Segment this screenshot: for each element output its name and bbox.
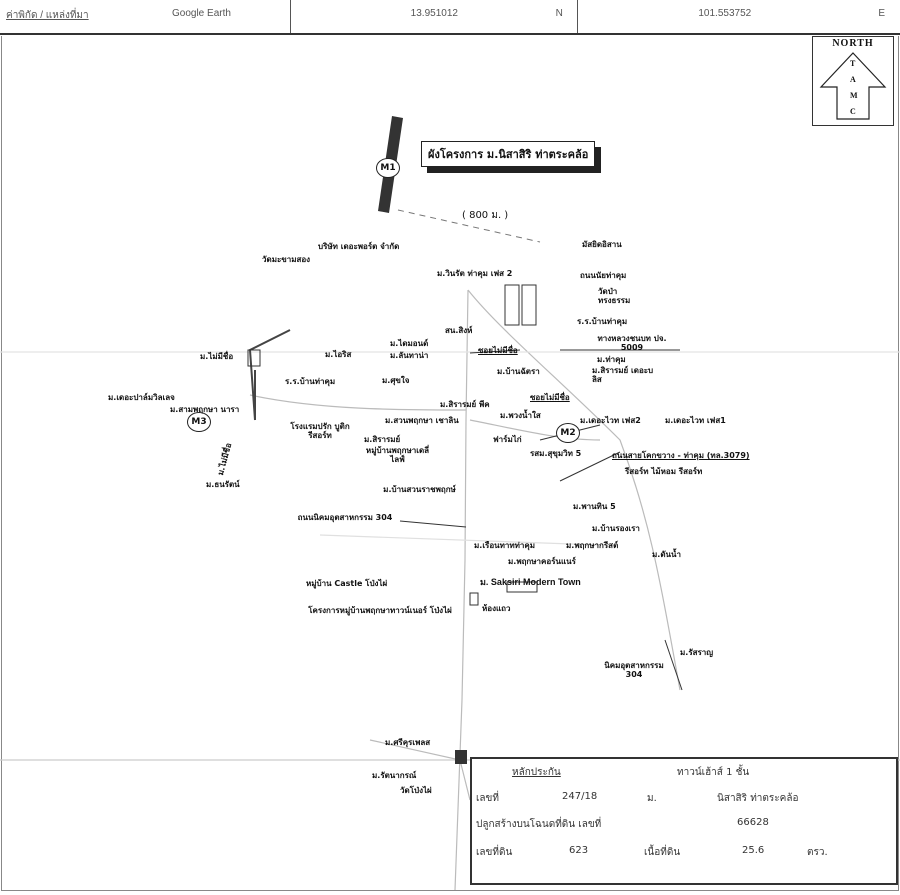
village-value: นิสาสิริ ท่าตระคล้อ: [717, 793, 799, 804]
longitude-value: 101.553752: [698, 8, 752, 19]
latitude-direction: N: [555, 8, 563, 19]
west-access-road: [248, 329, 291, 421]
marker-m3: M3: [187, 412, 211, 432]
map-label: โครงการหมู่บ้านพฤกษาทาวน์เนอร์ โป่งไผ่: [308, 606, 452, 615]
map-label: ม. Saksiri Modern Town: [480, 577, 581, 587]
area-label: เนื้อที่ดิน: [644, 847, 681, 858]
map-label: ม.ศรีคุรเพลส: [385, 738, 431, 747]
map-label: ม.ลันทาน่า: [390, 351, 429, 360]
north-arrow: NORTH T A M C: [812, 36, 894, 126]
coordinate-header: ค่าพิกัด / แหล่งที่มา Google Earth 13.95…: [0, 0, 900, 35]
map-label: วัดโป่งไผ่: [400, 786, 432, 795]
map-label: โรงแรมปรัก บูติก รีสอร์ท: [290, 422, 350, 440]
land-no-value: 623: [569, 845, 589, 856]
map-label: ม.สามพฤกษา นารา: [170, 405, 240, 414]
project-title: ผังโครงการ ม.นิสาสิริ ท่าตระคล้อ: [421, 141, 596, 167]
map-label: ห้องแถว: [482, 604, 511, 613]
deed-value: 66628: [737, 817, 769, 828]
map-label: ซอยไม่มีชื่อ: [478, 346, 518, 355]
map-label: ม.รัสราญ: [680, 648, 714, 657]
latitude-cell: 13.951012 N: [291, 0, 579, 33]
map-label: ม.สวนพฤกษา เชาลิน: [385, 416, 459, 425]
collateral-label: หลักประกัน: [512, 767, 561, 778]
source-label: ค่าพิกัด / แหล่งที่มา: [6, 10, 89, 21]
longitude-direction: E: [878, 8, 886, 19]
plot-block: [504, 284, 520, 326]
map-label: ถนนนิคมอุตสาหกรรม 304: [297, 513, 393, 522]
latitude-value: 13.951012: [410, 8, 458, 19]
map-label: ม.ศุขใจ: [382, 376, 410, 385]
map-label: ม.วินรัต ท่าคุม เฟส 2: [437, 269, 513, 278]
area-value: 25.6: [742, 845, 765, 856]
marker-m1: M1: [376, 158, 400, 178]
map-label: ม.พวงน้ำใส: [500, 411, 541, 420]
collateral-info-box: หลักประกัน ทาวน์เฮ้าส์ 1 ชั้น เลขที่ 247…: [470, 757, 898, 885]
map-label: ม.สิรารมย์ เดอะบลิส: [592, 366, 654, 384]
connector-road: [469, 419, 601, 441]
map-label: ม.เรือนทาทท่าคุม: [474, 541, 536, 550]
map-label: ร.ร.บ้านท่าคุม: [285, 377, 336, 386]
map-label: วัดมะขามสอง: [262, 255, 311, 264]
marker-m2: M2: [556, 423, 580, 443]
longitude-cell: 101.553752 E: [578, 0, 900, 33]
source-value: Google Earth: [172, 8, 231, 19]
map-label: ม.สิรารมย์: [364, 435, 401, 444]
map-label: รสม.สุขุมวิท 5: [530, 449, 582, 458]
collateral-type: ทาวน์เฮ้าส์ 1 ชั้น: [677, 767, 750, 778]
house-no-label: เลขที่: [476, 793, 499, 804]
map-label: ม.ดันน้ำ: [652, 550, 681, 559]
map-label: วัดป่าทรงธรรม: [598, 287, 631, 305]
north-arrow-icon: [819, 52, 887, 120]
map-label: ม.ธนรัตน์: [206, 480, 240, 489]
map-label: หมู่บ้านพฤกษาเดลี่ ไลฟ์: [365, 446, 430, 464]
map-label: ม.เดอะไวท เฟส2: [580, 416, 641, 425]
map-label: ม.ท่าคุม: [597, 355, 626, 364]
map-label: ม.บ้านฉัตรา: [497, 367, 540, 376]
map-label: ถนนสายโคกขวาง - ท่าคุม (ทล.3079): [612, 451, 750, 460]
map-label: ม.เดอะปาล์มวิลเลจ: [108, 393, 175, 402]
north-letter: A: [850, 75, 856, 84]
map-label: ถนนนัยท่าคุม: [580, 271, 627, 280]
east-road: [467, 289, 681, 691]
map-label: ม.พฤกษากรีสต์: [566, 541, 619, 550]
distance-line: [397, 209, 541, 243]
map-label: ทางหลวงชนบท ปจ. 5009: [597, 334, 667, 352]
map-label: นิคมอุตสาหกรรม 304: [604, 661, 664, 679]
north-letter: C: [850, 107, 856, 116]
map-label: ม.เดอะไวท เฟส1: [665, 416, 726, 425]
west-road: [249, 394, 467, 411]
north-label: NORTH: [832, 38, 874, 49]
map-label: ม.บ้านสวนราชพฤกษ์: [383, 485, 456, 494]
map-label: ม.บ้านรองเรา: [592, 524, 640, 533]
deed-label: ปลูกสร้างบนโฉนดที่ดิน เลขที่: [476, 819, 602, 830]
minor-road: [319, 534, 601, 546]
area-unit: ตรว.: [807, 847, 828, 858]
map-label: ม.พานทิน 5: [573, 502, 616, 511]
distance-label: ( 800 ม. ): [462, 210, 509, 221]
map-label: มัสยิดอิสาน: [582, 240, 622, 249]
collateral-location-marker: [455, 750, 467, 764]
plot-block: [521, 284, 537, 326]
map-label: ม.สิรารมย์ พีค: [440, 400, 490, 409]
map-label: รีสอร์ท ไม้หอม รีสอร์ท: [625, 467, 703, 476]
land-no-label: เลขที่ดิน: [476, 847, 513, 858]
source-cell: ค่าพิกัด / แหล่งที่มา Google Earth: [0, 0, 291, 33]
map-label: ม.ไอริส: [325, 350, 352, 359]
map-frame: [1, 36, 899, 891]
map-label: ม.ไม่มีชื่อ: [200, 352, 234, 361]
north-letter: M: [850, 91, 858, 100]
north-letter: T: [850, 59, 856, 68]
map-label: บริษัท เดอะพอร์ต จำกัด: [318, 242, 400, 251]
map-label: หมู่บ้าน Castle โป่งไผ่: [306, 579, 388, 588]
main-road: [454, 289, 469, 891]
map-label: ฟาร์มไก่: [493, 435, 522, 444]
map-label: ร.ร.บ้านท่าคุม: [577, 317, 628, 326]
map-label: ซอยไม่มีชื่อ: [530, 393, 570, 402]
house-no-value: 247/18: [562, 791, 598, 802]
village-label: ม.: [647, 793, 657, 804]
map-label: ม.ไดมอนด์: [390, 339, 429, 348]
map-label: สน.สิงห์: [445, 326, 473, 335]
map-label: ม.รัตนากรณ์: [372, 771, 417, 780]
map-label: ม.พฤกษาคอร์นแนร์: [508, 557, 576, 566]
